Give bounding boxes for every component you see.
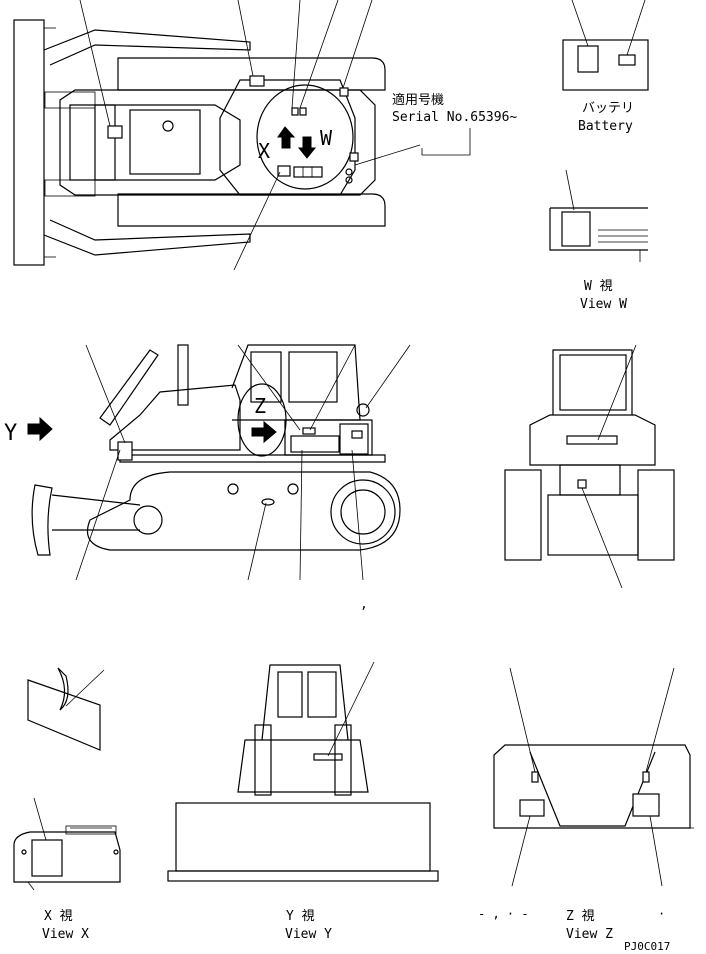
marker-x: X bbox=[258, 139, 270, 163]
rear-view bbox=[504, 344, 675, 589]
view-z-jp: Z 視 bbox=[566, 909, 595, 924]
marker-z: Z bbox=[254, 394, 266, 418]
view-z-en: View Z bbox=[566, 927, 613, 942]
serial-en: Serial No.65396~ bbox=[392, 110, 517, 125]
side-view: Y Z , bbox=[4, 344, 411, 612]
view-y: Y 視 View Y bbox=[167, 661, 439, 942]
view-w: W 視 View W bbox=[549, 169, 648, 312]
view-w-en: View W bbox=[580, 297, 627, 312]
marker-w: W bbox=[320, 126, 333, 150]
view-x-en: View X bbox=[42, 927, 89, 942]
stray-dot: · bbox=[658, 907, 665, 921]
battery-en: Battery bbox=[578, 119, 633, 134]
view-x-jp: X 視 bbox=[44, 909, 73, 924]
view-y-en: View Y bbox=[285, 927, 332, 942]
view-w-jp: W 視 bbox=[584, 279, 613, 294]
top-view: X W 適用号機 Serial No.65396~ bbox=[13, 0, 517, 271]
battery-view: バッテリ Battery bbox=[562, 0, 649, 134]
battery-jp: バッテリ bbox=[582, 101, 634, 116]
view-y-jp: Y 視 bbox=[286, 909, 315, 924]
drawing-code: PJ0C017 bbox=[624, 940, 670, 953]
marker-y: Y bbox=[4, 421, 17, 446]
stray-comma: , bbox=[360, 597, 368, 612]
view-z: - , · - Z 視 · View Z bbox=[478, 667, 694, 942]
view-x: X 視 View X bbox=[13, 667, 121, 942]
stray-dashes: - , · - bbox=[478, 907, 529, 921]
serial-jp: 適用号機 bbox=[392, 92, 444, 108]
